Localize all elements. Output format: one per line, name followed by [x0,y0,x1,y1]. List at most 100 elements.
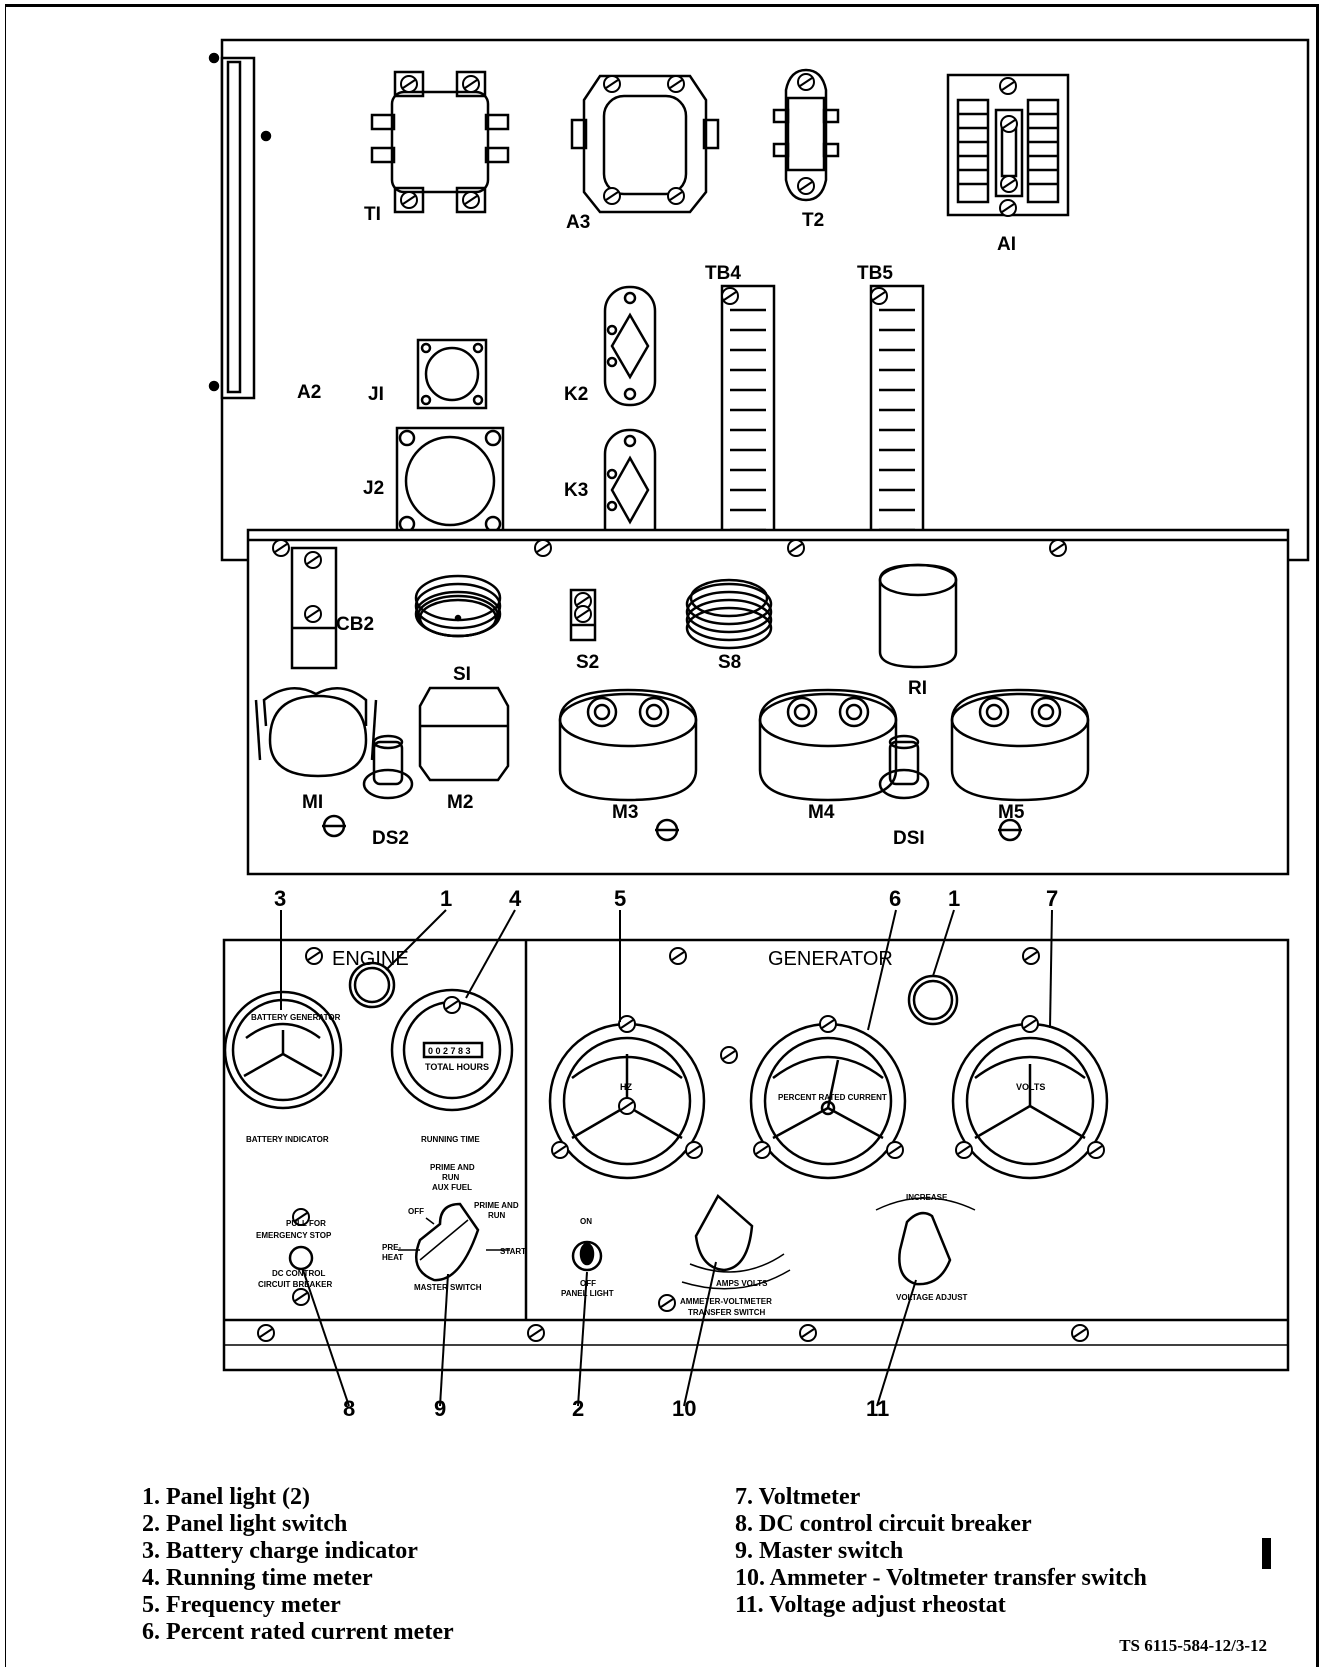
master-switch-knob [398,1202,510,1282]
engine-title: ENGINE [332,948,409,970]
running-time-meter [390,988,514,1112]
legend-item-9: 9. Master switch [735,1538,904,1564]
control-panel-labels: ENGINE GENERATOR BATTERY GENERATOR BATTE… [246,948,1045,1317]
j1-connector [416,338,488,410]
legend-item-10: 10. Ammeter - Voltmeter transfer switch [735,1565,1147,1591]
legend-item-3: 3. Battery charge indicator [142,1538,418,1564]
callout-4: 4 [509,886,522,911]
engine-panel-light [348,961,396,1009]
panel-light-label: PANEL LIGHT [561,1289,614,1298]
voltage-adjust-knob [875,1197,976,1286]
t1-transformer [370,70,510,214]
hz-label: HZ [620,1082,632,1092]
ds2-lamp [362,734,414,800]
total-hours-label: TOTAL HOURS [425,1062,489,1072]
tb5-terminal-board [869,284,925,562]
callout-5: 5 [614,886,626,911]
callout-10: 10 [672,1396,696,1420]
transfer-switch-knob [657,1194,791,1313]
generator-panel-light [907,974,959,1026]
master-switch-label: MASTER SWITCH [414,1283,482,1292]
dc-control-circuit-breaker [288,1207,314,1307]
off-switch-label: OFF [580,1279,596,1288]
legend-item-2: 2. Panel light switch [142,1511,348,1537]
on-label: ON [580,1217,592,1226]
callout-6: 6 [889,886,901,911]
legend-item-11: 11. Voltage adjust rheostat [735,1592,1006,1618]
label-s2: S2 [576,652,599,673]
voltage-adjust-label: VOLTAGE ADJUST [896,1293,968,1302]
label-cb2: CB2 [336,614,374,635]
pull-for-label: PULL FOR [286,1219,326,1228]
generator-title: GENERATOR [768,948,893,970]
dc-control-label: DC CONTROL [272,1269,325,1278]
label-t1: TI [364,204,381,225]
middle-panel [246,528,1290,876]
label-k3: K3 [564,480,588,501]
change-bar [1262,1538,1271,1569]
amps-volts-label: AMPS VOLTS [716,1279,768,1288]
legend-item-7: 7. Voltmeter [735,1484,861,1510]
r1-rheostat [878,563,958,669]
volts-label: VOLTS [1016,1082,1045,1092]
label-tb5: TB5 [857,263,893,284]
frequency-meter [548,1014,706,1180]
label-m4: M4 [808,802,835,823]
start-label: START [500,1247,526,1256]
cb2-breaker [290,546,338,670]
prime-aux-1: PRIME AND [430,1163,475,1172]
legend-item-1: 1. Panel light (2) [142,1484,310,1510]
label-ds2: DS2 [372,828,409,849]
legend-item-6: 6. Percent rated current meter [142,1619,454,1645]
j2-connector [395,426,505,536]
label-s1: SI [453,664,471,685]
label-r1: RI [908,678,927,699]
a3-module [570,74,720,214]
panel-diagram: TI A3 T2 AI TB4 TB5 A2 JI K2 J2 K3 [208,38,1310,1420]
label-m2: M2 [447,792,473,813]
off-label: OFF [408,1207,424,1216]
callout-9: 9 [434,1396,446,1420]
a1-heatsink [946,73,1070,218]
callout-11: 11 [866,1396,889,1420]
counter-digits: 0 0 2 7 8 3 [428,1046,471,1056]
callout-7: 7 [1046,886,1058,911]
callout-numbers: 3 1 4 5 6 1 7 8 9 2 10 11 [274,886,1058,1420]
legend-left: 1. Panel light (2) 2. Panel light switch… [142,1484,454,1646]
label-j1: JI [368,384,384,405]
label-s8: S8 [718,652,741,673]
callout-2: 2 [572,1396,584,1420]
voltmeter [951,1014,1109,1180]
legend-item-5: 5. Frequency meter [142,1592,341,1618]
increase-label: INCREASE [906,1193,948,1202]
s1-button [414,574,502,638]
label-tb4: TB4 [705,263,741,284]
m5-meter [950,688,1090,802]
m4-meter [758,688,898,802]
ammeter-voltmeter-label: AMMETER-VOLTMETER [680,1297,772,1306]
percent-rated-current-meter [749,1014,907,1180]
legend-item-4: 4. Running time meter [142,1565,373,1591]
battery-indicator-label: BATTERY INDICATOR [246,1135,329,1144]
transfer-switch-label: TRANSFER SWITCH [688,1308,766,1317]
m2-meter [418,686,510,782]
label-t2: T2 [802,210,824,231]
callout-8: 8 [343,1396,355,1420]
middle-panel-labels: CB2 SI S2 S8 RI MI M2 M3 M4 M5 DS2 DSI [302,614,1025,849]
k2-relay [603,285,657,407]
label-j2: J2 [363,478,384,499]
label-k2: K2 [564,384,588,405]
callout-1a: 1 [440,886,452,911]
emergency-stop-label: EMERGENCY STOP [256,1231,332,1240]
label-a3: A3 [566,212,590,233]
prime-run-2: RUN [488,1211,506,1220]
m1-meter [254,687,378,778]
label-a2: A2 [297,382,321,403]
callout-leaders [280,909,1053,1407]
callout-3: 3 [274,886,286,911]
panel-light-toggle [571,1240,603,1272]
m3-meter [558,688,698,802]
control-panel [222,909,1290,1407]
legend-item-8: 8. DC control circuit breaker [735,1511,1032,1537]
figure-id: TS 6115-584-12/3-12 [1119,1636,1267,1655]
